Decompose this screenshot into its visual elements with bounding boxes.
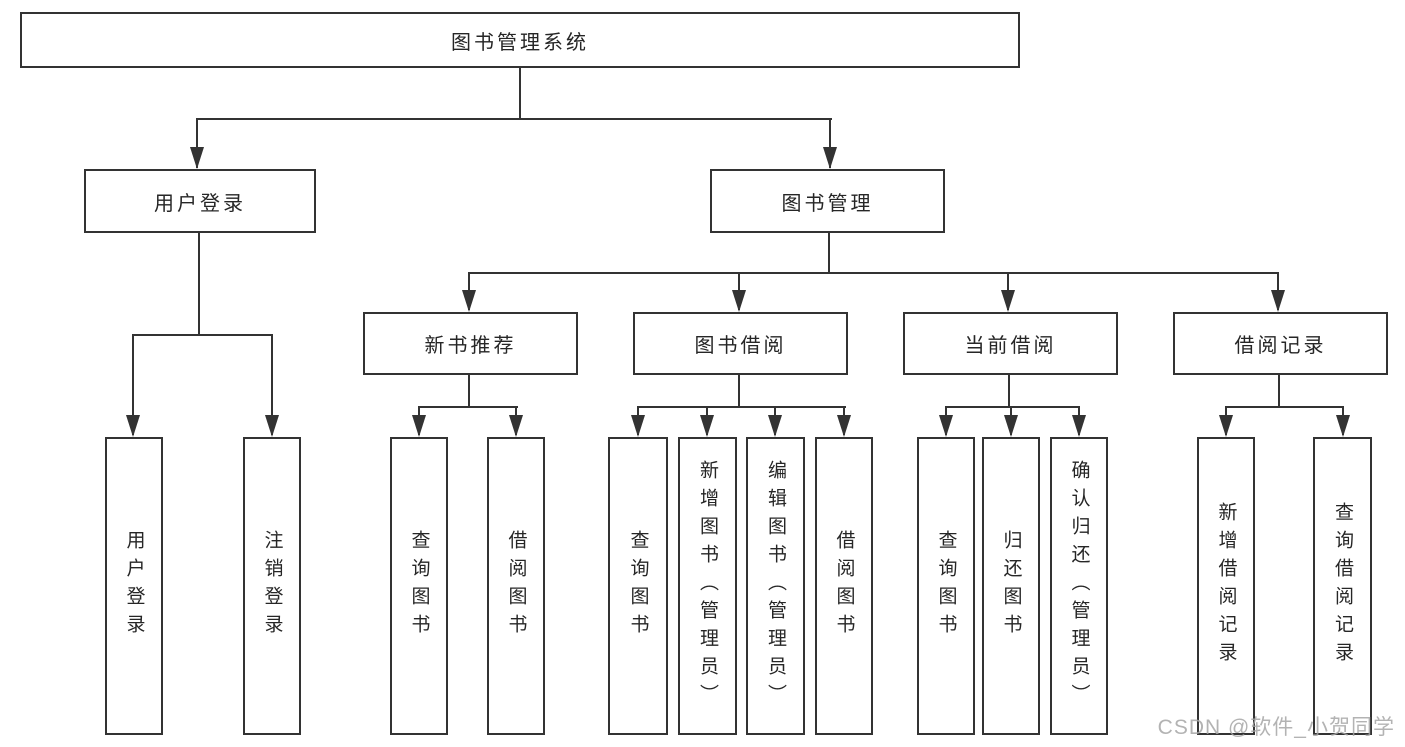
- leaf-borrow-edit-book-admin: 编辑图书（管理员）: [746, 437, 805, 735]
- connector: [196, 118, 832, 120]
- node-book-borrow: 图书借阅: [633, 312, 848, 375]
- connector: [519, 68, 521, 120]
- leaf-label: 查询图书: [627, 530, 649, 642]
- arrowhead-icon: [700, 415, 714, 437]
- node-book-management: 图书管理: [710, 169, 945, 233]
- arrowhead-icon: [1336, 415, 1350, 437]
- leaf-records-query-record: 查询借阅记录: [1313, 437, 1372, 735]
- arrowhead-icon: [939, 415, 953, 437]
- leaf-label: 查询借阅记录: [1332, 502, 1353, 670]
- connector: [468, 375, 470, 408]
- leaf-label: 注销登录: [261, 530, 283, 642]
- arrowhead-icon: [1004, 415, 1018, 437]
- arrowhead-icon: [1001, 290, 1015, 312]
- connector: [828, 233, 830, 274]
- connector: [271, 334, 273, 435]
- leaf-label: 用户登录: [123, 530, 145, 642]
- leaf-current-query-book: 查询图书: [917, 437, 975, 735]
- connector: [1278, 375, 1280, 408]
- arrowhead-icon: [265, 415, 279, 437]
- leaf-label: 查询图书: [408, 530, 430, 642]
- leaf-label: 借阅图书: [505, 530, 527, 642]
- leaf-borrow-add-book-admin: 新增图书（管理员）: [678, 437, 737, 735]
- leaf-recommend-query-book: 查询图书: [390, 437, 448, 735]
- leaf-current-return-book: 归还图书: [982, 437, 1040, 735]
- arrowhead-icon: [631, 415, 645, 437]
- node-borrow-records: 借阅记录: [1173, 312, 1388, 375]
- connector: [1008, 375, 1010, 408]
- leaf-borrow-query-book: 查询图书: [608, 437, 668, 735]
- connector: [132, 334, 134, 435]
- leaf-logout: 注销登录: [243, 437, 301, 735]
- leaf-label: 查询图书: [935, 530, 957, 642]
- node-root: 图书管理系统: [20, 12, 1020, 68]
- connector: [637, 406, 846, 408]
- node-current-borrow: 当前借阅: [903, 312, 1118, 375]
- leaf-label: 编辑图书（管理员）: [765, 460, 786, 712]
- arrowhead-icon: [732, 290, 746, 312]
- arrowhead-icon: [412, 415, 426, 437]
- arrowhead-icon: [837, 415, 851, 437]
- arrowhead-icon: [1219, 415, 1233, 437]
- connector: [198, 233, 200, 336]
- leaf-records-add-record: 新增借阅记录: [1197, 437, 1255, 735]
- connector: [829, 118, 831, 168]
- connector: [468, 272, 1279, 274]
- leaf-label: 归还图书: [1000, 530, 1022, 642]
- arrowhead-icon: [462, 290, 476, 312]
- leaf-label: 新增图书（管理员）: [697, 460, 718, 712]
- connector: [1225, 406, 1344, 408]
- arrowhead-icon: [126, 415, 140, 437]
- connector: [132, 334, 273, 336]
- connector: [196, 118, 198, 168]
- watermark: CSDN @软件_小贺同学: [1157, 716, 1395, 739]
- arrowhead-icon: [768, 415, 782, 437]
- arrowhead-icon: [1072, 415, 1086, 437]
- leaf-recommend-borrow-book: 借阅图书: [487, 437, 545, 735]
- leaf-label: 新增借阅记录: [1215, 502, 1237, 670]
- connector: [418, 406, 518, 408]
- arrowhead-icon: [190, 147, 204, 169]
- connector: [945, 406, 1080, 408]
- connector: [738, 375, 740, 408]
- leaf-borrow-borrow-book: 借阅图书: [815, 437, 873, 735]
- arrowhead-icon: [509, 415, 523, 437]
- leaf-label: 借阅图书: [833, 530, 855, 642]
- arrowhead-icon: [1271, 290, 1285, 312]
- node-new-book-recommend: 新书推荐: [363, 312, 578, 375]
- leaf-current-confirm-return-admin: 确认归还（管理员）: [1050, 437, 1108, 735]
- node-user-login: 用户登录: [84, 169, 316, 233]
- leaf-label: 确认归还（管理员）: [1068, 460, 1090, 712]
- leaf-user-login: 用户登录: [105, 437, 163, 735]
- arrowhead-icon: [823, 147, 837, 169]
